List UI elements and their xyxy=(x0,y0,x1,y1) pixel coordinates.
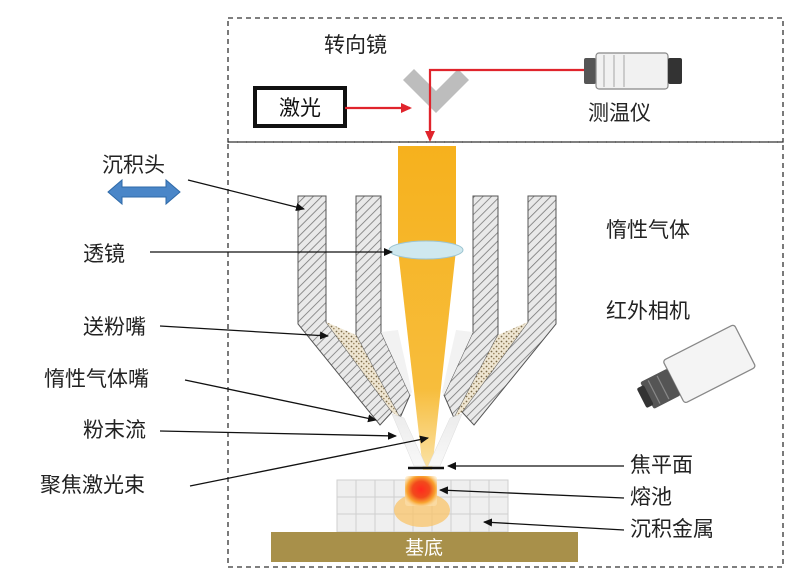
leader-powder-stream xyxy=(159,430,397,440)
substrate xyxy=(271,532,578,562)
leader-deposited-metal xyxy=(483,518,625,531)
focal-plane-label: 焦平面 xyxy=(630,453,693,477)
mirror-label: 转向镜 xyxy=(324,33,387,57)
powder-stream-label: 粉末流 xyxy=(83,418,146,442)
leader-focused-beam xyxy=(189,435,429,487)
deposited-metal-label: 沉积金属 xyxy=(630,517,714,541)
double-arrow-icon xyxy=(107,178,181,206)
melt-pool-label: 熔池 xyxy=(630,485,672,509)
inert-gas-label: 惰性气体 xyxy=(606,218,690,242)
top-frame xyxy=(227,17,784,143)
substrate-label: 基底 xyxy=(405,537,443,559)
powder-channel-left xyxy=(326,322,400,418)
laser-label: 激光 xyxy=(279,96,321,120)
powder-stream-left xyxy=(391,413,427,467)
powder-stream-right xyxy=(427,413,463,467)
camera-icon xyxy=(637,324,756,409)
pyrometer-icon xyxy=(584,52,682,90)
leader-melt-pool xyxy=(439,486,625,499)
leader-powder-nozzle xyxy=(159,325,329,340)
leader-inert-gas-nozzle xyxy=(184,379,377,423)
focused-beam-label: 聚焦激光束 xyxy=(40,473,145,497)
focused-laser-beam xyxy=(398,146,456,470)
lens xyxy=(388,240,464,260)
leader-deposition-head xyxy=(187,179,305,211)
thermometer-label: 测温仪 xyxy=(588,101,651,125)
powder-nozzle-label: 送粉嘴 xyxy=(83,315,146,339)
powder-channel-right xyxy=(454,322,528,418)
deposition-head-label: 沉积头 xyxy=(102,153,165,177)
melt-pool xyxy=(405,476,437,506)
steering-mirror xyxy=(403,69,469,113)
main-frame xyxy=(227,141,784,568)
gas-channel-left xyxy=(381,330,412,395)
infrared-camera-label: 红外相机 xyxy=(606,299,690,323)
inert-gas-nozzle-label: 惰性气体嘴 xyxy=(44,367,149,391)
lens-label: 透镜 xyxy=(83,242,125,266)
gas-channel-right xyxy=(442,330,473,395)
